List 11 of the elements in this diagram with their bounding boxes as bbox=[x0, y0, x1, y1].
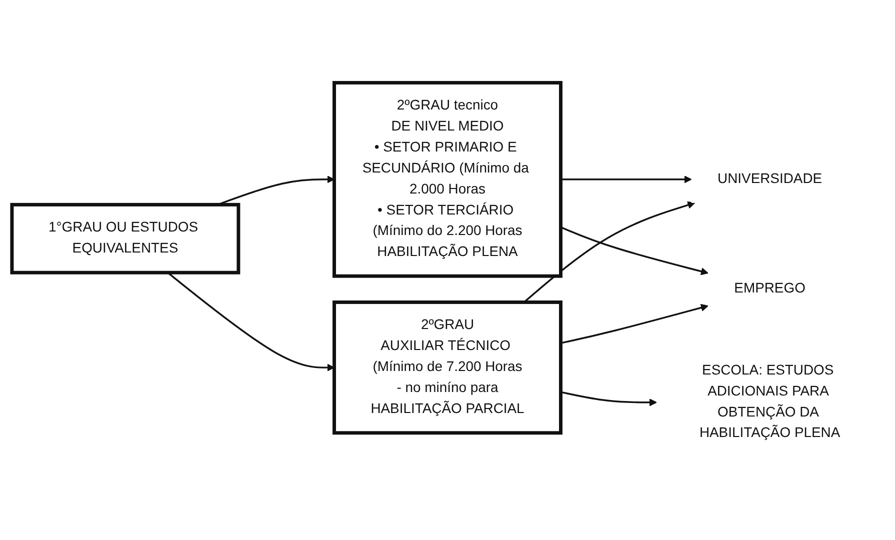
node-box: 1°GRAU OU ESTUDOS EQUIVALENTES bbox=[10, 202, 240, 274]
arrow bbox=[560, 391, 657, 406]
node-text: ESCOLA: ESTUDOS ADICIONAIS PARA OBTENÇÃO DA HABILITAÇÃO PLENA bbox=[699, 363, 840, 441]
arrow bbox=[560, 304, 708, 344]
node-text: UNIVERSIDADE bbox=[718, 172, 822, 186]
arrow bbox=[523, 201, 696, 303]
arrow bbox=[560, 226, 708, 276]
node-text: EMPREGO bbox=[734, 281, 806, 296]
arrow bbox=[560, 176, 692, 184]
node-box: 2ºGRAU AUXILIAR TÉCNICO (Mínimo de 7.200 Horas - no miníno para HABILITAÇÃO PARCIAL bbox=[332, 300, 562, 435]
node-box: 2ºGRAU tecnico DE NIVEL MEDIO • SETOR PRIMARIO E SECUNDÁRIO (Mínimo da 2.000 Horas • SETOR TERCIÁRIO (Mínimo do 2.200 Horas HABILITAÇÃO PLENA bbox=[332, 80, 562, 278]
